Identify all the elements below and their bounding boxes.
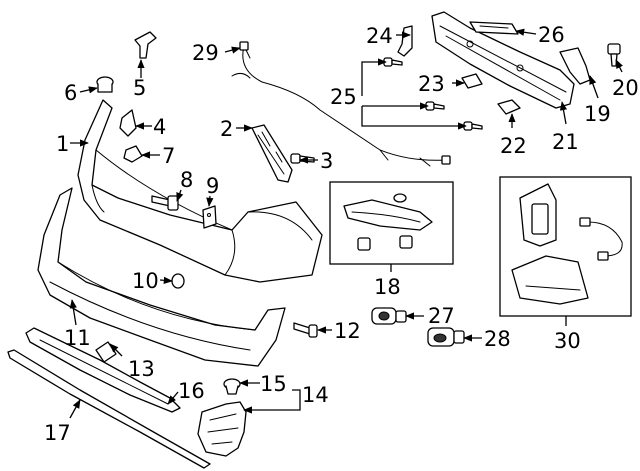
part-24-bracket bbox=[397, 25, 413, 57]
part-23-clip bbox=[461, 73, 483, 89]
part-5-push-pin bbox=[134, 31, 157, 59]
part-8-screw bbox=[151, 195, 179, 211]
callout-20: 20 bbox=[612, 76, 639, 100]
part-4-clip bbox=[119, 109, 137, 137]
part-28-sensor bbox=[427, 327, 465, 347]
part-22-bracket bbox=[497, 99, 521, 115]
callout-22: 22 bbox=[500, 134, 527, 158]
callout-19: 19 bbox=[584, 102, 611, 126]
part-1-bumper-cover-upper bbox=[77, 99, 323, 283]
callout-29: 29 bbox=[192, 41, 219, 65]
callout-21: 21 bbox=[552, 130, 579, 154]
callout-26: 26 bbox=[538, 23, 565, 47]
callout-9: 9 bbox=[206, 174, 219, 198]
callout-6: 6 bbox=[64, 81, 77, 105]
callout-16: 16 bbox=[178, 379, 205, 403]
part-20-bolt bbox=[607, 43, 621, 67]
part-27-sensor bbox=[371, 307, 407, 325]
callout-25: 25 bbox=[330, 85, 357, 109]
callout-23: 23 bbox=[418, 72, 445, 96]
callout-4: 4 bbox=[153, 115, 166, 139]
callout-24: 24 bbox=[366, 24, 393, 48]
part-14-lower-bracket bbox=[197, 401, 247, 457]
part-21-reinforcement-beam bbox=[431, 11, 575, 109]
callout-7: 7 bbox=[162, 144, 175, 168]
callout-11: 11 bbox=[64, 326, 91, 350]
part-11-bumper-cover-lower bbox=[37, 187, 286, 367]
leader-lines bbox=[69, 28, 623, 419]
callout-18: 18 bbox=[374, 275, 401, 299]
callout-27: 27 bbox=[428, 304, 455, 328]
callout-1: 1 bbox=[56, 132, 69, 156]
callout-3: 3 bbox=[320, 149, 333, 173]
part-3-bolt bbox=[290, 153, 315, 164]
callout-10: 10 bbox=[132, 269, 159, 293]
part-10-plug bbox=[171, 273, 185, 289]
part-18-reflector-assembly bbox=[343, 193, 433, 251]
part-17-molding bbox=[7, 349, 211, 469]
callout-8: 8 bbox=[180, 168, 193, 192]
part-15-clip bbox=[223, 378, 241, 395]
callout-2: 2 bbox=[220, 117, 233, 141]
callout-30: 30 bbox=[554, 329, 581, 353]
callout-13: 13 bbox=[128, 357, 155, 381]
callout-5: 5 bbox=[133, 76, 146, 100]
callout-14: 14 bbox=[302, 383, 329, 407]
part-7-retainer bbox=[123, 145, 143, 163]
part-30-module-harness bbox=[511, 183, 623, 305]
part-9-tag bbox=[202, 205, 217, 229]
callout-12: 12 bbox=[334, 319, 361, 343]
callout-15: 15 bbox=[260, 372, 287, 396]
part-6-nut bbox=[96, 76, 114, 93]
callout-17: 17 bbox=[44, 421, 71, 445]
part-26-bracket bbox=[469, 21, 519, 35]
callout-28: 28 bbox=[484, 327, 511, 351]
part-12-bolt bbox=[293, 322, 318, 338]
part-29-wire-harness bbox=[231, 41, 451, 167]
part-16-lower-trim bbox=[25, 327, 181, 413]
part-2-bracket bbox=[251, 124, 293, 183]
